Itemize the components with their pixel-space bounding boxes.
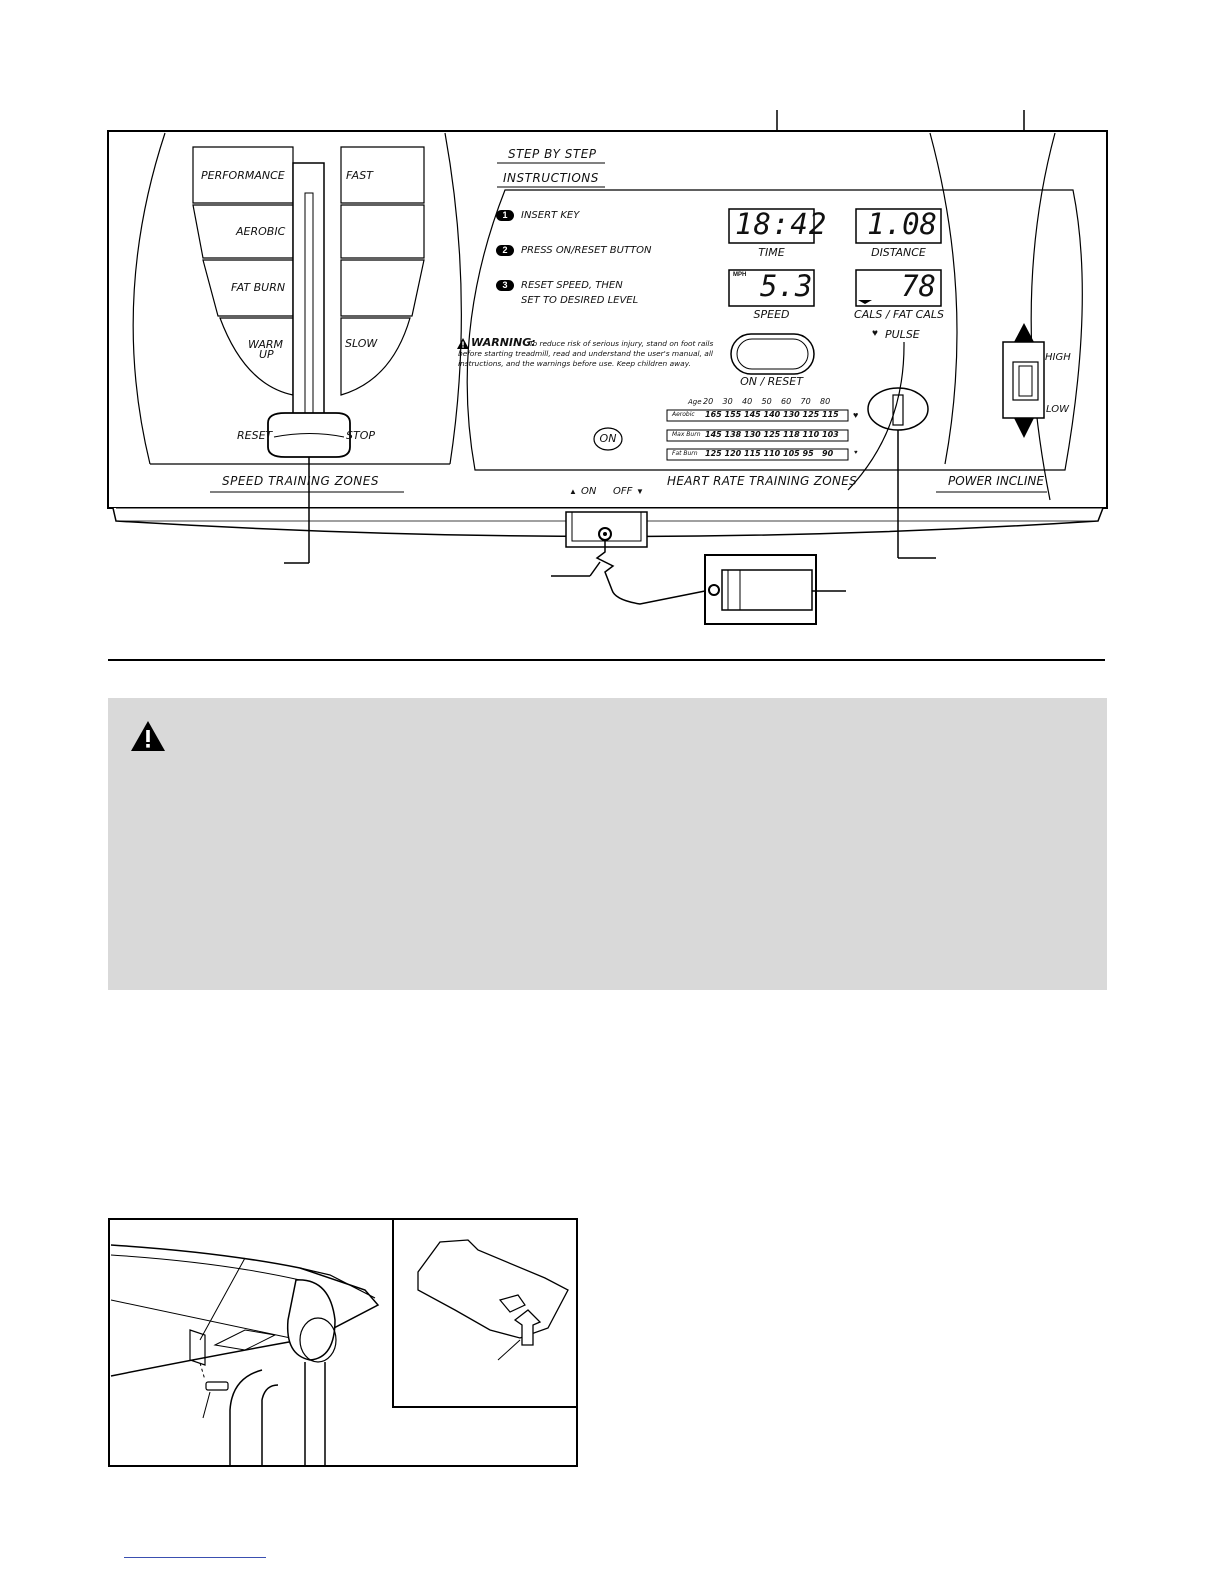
hr-row-value: 90 [822,449,834,458]
key-off-label: OFF [613,486,633,497]
speed-label: SPEED [753,308,790,321]
hr-row-value: 115 [744,449,761,458]
on-reset-button[interactable] [731,334,814,374]
zone-up-label: UP [259,348,274,361]
warning-box [108,698,1107,990]
hr-row-value: 110 [802,430,820,439]
hr-row-value: 115 [822,410,839,419]
zone-warm-label: WARM [248,338,283,351]
zone-fast-label: FAST [346,169,373,182]
hr-row-value: 103 [822,430,839,439]
warning-small-icon [457,338,469,349]
step-2-text: PRESS ON/RESET BUTTON [521,245,652,256]
instructions-title-2: INSTRUCTIONS [503,171,599,185]
safety-key-clip[interactable] [705,555,816,624]
age-value: 50 [761,397,772,406]
key-clip-attachment-drawing [108,1218,578,1467]
zone-aerobic-label: AEROBIC [236,225,286,238]
hr-row-value: 120 [724,449,742,458]
step-1-text: INSERT KEY [521,210,580,221]
age-value: 60 [781,397,792,406]
console-diagram [107,110,1108,625]
zone-performance-label: PERFORMANCE [201,169,285,182]
heart-icon: ♥ [854,450,858,456]
age-label: Age [688,398,702,406]
hr-row-value: 125 [705,449,722,458]
step-3-text-2: SET TO DESIRED LEVEL [521,295,639,306]
on-button[interactable]: ON [599,432,617,445]
heart-icon: ♥ [872,328,878,339]
stop-label: STOP [346,429,375,442]
time-display: 18:42 [735,207,828,241]
hr-row-value: 140 [763,410,781,419]
step-3-text-1: RESET SPEED, THEN [521,280,623,291]
hr-row-value: 125 [763,430,781,439]
incline-high-label: HIGH [1045,352,1071,363]
hr-row-value: 130 [783,410,800,419]
hr-row-value: 138 [724,430,742,439]
age-value: 40 [742,397,753,406]
hr-row-value: 165 [705,410,722,419]
reset-label: RESET [237,429,273,442]
distance-display: 1.08 [867,207,937,241]
warning-line-2: before starting treadmill, read and unde… [458,349,713,358]
speed-display: 5.3 [760,269,813,303]
section-divider [108,659,1105,661]
hr-row-name: Max Burn [672,431,701,438]
hr-row-value: 145 [705,430,722,439]
warning-line-1: To reduce risk of serious injury, stand … [529,339,714,348]
arrow-down-icon: ▼ [636,487,644,496]
age-value: 20 [703,397,714,406]
time-label: TIME [758,246,785,259]
heart-icon: ♥ [853,410,859,420]
hr-row-value: 125 [802,410,820,419]
instructions-title-1: STEP BY STEP [508,147,597,161]
zone-fat-burn-label: FAT BURN [231,281,286,294]
footer-link-line [124,1557,266,1558]
hr-row-name: Aerobic [672,411,695,418]
hr-row-value: 110 [763,449,781,458]
incline-low-label: LOW [1046,404,1070,415]
distance-label: DISTANCE [871,246,926,259]
step-2-icon: 2 [496,245,514,256]
warning-head: WARNING: [471,336,536,349]
arrow-up-icon: ▲ [569,487,577,496]
zone-slow-label: SLOW [345,337,378,350]
age-value: 80 [820,397,831,406]
age-value: 30 [722,397,733,406]
cals-display: 78 [901,269,936,303]
incline-switch[interactable] [1003,342,1044,418]
power-incline-title: POWER INCLINE [948,474,1044,488]
age-value: 70 [800,397,811,406]
pulse-label: PULSE [885,328,920,341]
warning-line-3: instructions, and the warnings before us… [458,359,691,368]
speed-training-zones-title: SPEED TRAINING ZONES [222,474,379,488]
hr-row-value: 95 [802,449,814,458]
key-on-label: ON [581,486,597,497]
hr-row-value: 130 [744,430,761,439]
heart-rate-zones-title: HEART RATE TRAINING ZONES [667,474,858,488]
hr-row-value: 105 [783,449,800,458]
hr-row-value: 145 [744,410,761,419]
step-1-icon: 1 [496,210,514,221]
cals-label: CALS / FAT CALS [854,308,944,321]
warning-triangle-icon [131,721,165,751]
hr-row-value: 155 [724,410,742,419]
step-3-icon: 3 [496,280,514,291]
hr-row-name: Fat Burn [672,450,698,457]
mph-unit: MPH [733,272,747,278]
hr-row-value: 118 [783,430,800,439]
on-reset-label: ON / RESET [740,375,803,388]
